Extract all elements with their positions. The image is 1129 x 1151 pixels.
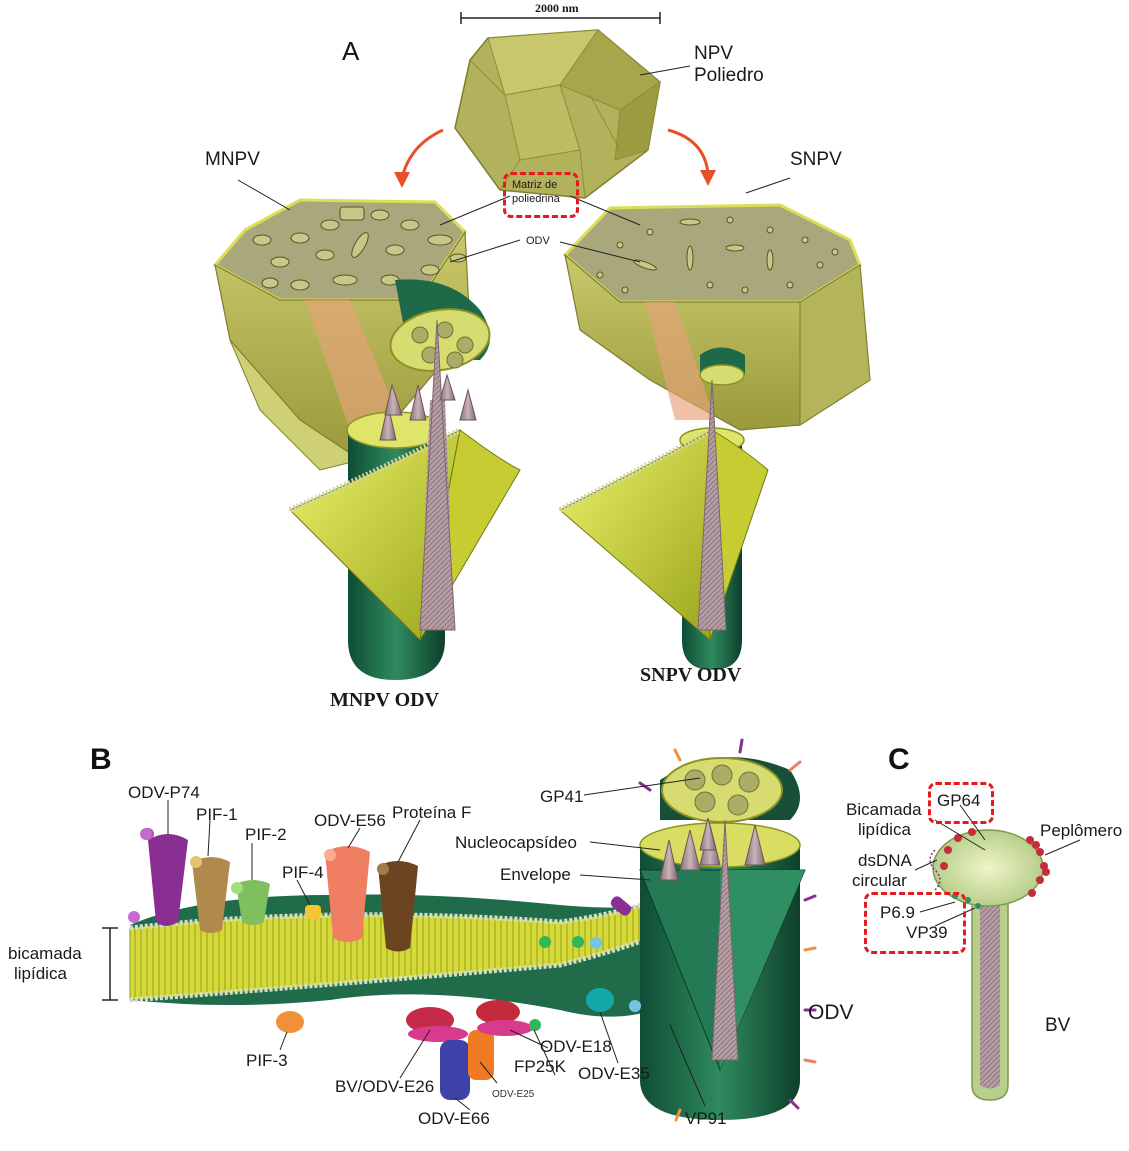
vp39-label: VP39 xyxy=(906,924,948,941)
bicamada-c-line2: lipídica xyxy=(858,821,911,838)
odv-e18-label: ODV-E18 xyxy=(540,1038,612,1055)
pif2-label: PIF-2 xyxy=(245,826,287,843)
red-arrow-left xyxy=(394,130,443,188)
red-arrow-right xyxy=(668,130,716,186)
dsdna-line1: dsDNA xyxy=(858,852,912,869)
bicamada-label-line2: lipídica xyxy=(14,965,67,982)
bilayer-bracket xyxy=(102,928,118,1000)
bicamada-label-line1: bicamada xyxy=(8,945,82,962)
snpv-polyhedron-section xyxy=(565,178,870,430)
mnpv-label: MNPV xyxy=(205,150,260,169)
matriz-label-line1: Matriz de xyxy=(512,180,557,191)
bv-model xyxy=(930,828,1050,1100)
odv-label-a: ODV xyxy=(526,236,550,247)
bv-odv-e26-label: BV/ODV-E26 xyxy=(335,1078,434,1095)
envelope-label: Envelope xyxy=(500,866,571,883)
panel-c-letter: C xyxy=(888,745,910,775)
snpv-label: SNPV xyxy=(790,150,842,169)
pif1-label: PIF-1 xyxy=(196,806,238,823)
bv-label: BV xyxy=(1045,1016,1070,1035)
odv-e56-label: ODV-E56 xyxy=(314,812,386,829)
pif3-label: PIF-3 xyxy=(246,1052,288,1069)
matriz-label-line2: poliedrina xyxy=(512,194,560,205)
vp91-label: VP91 xyxy=(685,1110,727,1127)
nucleocapsideo-label: Nucleocapsídeo xyxy=(455,834,577,851)
snpv-odv-label: SNPV ODV xyxy=(640,665,741,685)
poliedro-label: Poliedro xyxy=(694,66,764,85)
dsdna-line2: circular xyxy=(852,872,907,889)
odv-e25-label: ODV-E25 xyxy=(492,1090,534,1100)
npv-label: NPV xyxy=(694,44,733,63)
pif4-label: PIF-4 xyxy=(282,864,324,881)
proteina-f-label: Proteína F xyxy=(392,804,471,821)
p69-label: P6.9 xyxy=(880,904,915,921)
bicamada-c-line1: Bicamada xyxy=(846,801,922,818)
odv-p74-label: ODV-P74 xyxy=(128,784,200,801)
peplomero-label: Peplômero xyxy=(1040,822,1122,839)
fp25k-label: FP25K xyxy=(514,1058,566,1075)
panel-b-letter: B xyxy=(90,745,112,775)
odv-e66-label: ODV-E66 xyxy=(418,1110,490,1127)
panel-a-letter: A xyxy=(342,38,359,64)
odv-e35-label: ODV-E35 xyxy=(578,1065,650,1082)
scale-bar-label: 2000 nm xyxy=(535,2,579,14)
odv-cutaway-b xyxy=(640,740,815,1120)
odv-label-b: ODV xyxy=(808,1002,854,1023)
gp64-label: GP64 xyxy=(937,792,980,809)
mnpv-odv-label: MNPV ODV xyxy=(330,690,439,710)
gp41-label: GP41 xyxy=(540,788,583,805)
